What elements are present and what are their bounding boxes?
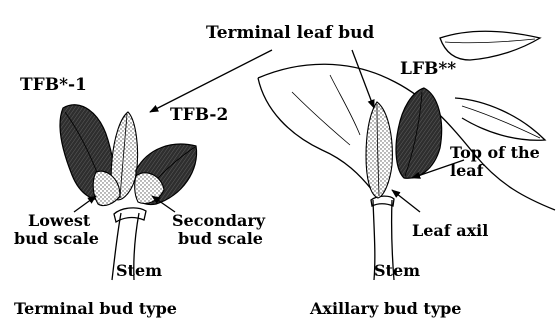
caption-terminal-bud-type: Terminal bud type	[14, 299, 177, 318]
label-secondary-bud-scale-2: bud scale	[178, 229, 263, 248]
label-lowest-bud-scale-2: bud scale	[14, 229, 99, 248]
arrow-leaf-axil	[392, 190, 420, 212]
left-stem-node	[114, 208, 146, 222]
label-terminal-leaf-bud: Terminal leaf bud	[206, 23, 374, 43]
arrow-terminal-leaf-bud-left	[150, 50, 272, 112]
label-leaf-axil: Leaf axil	[412, 221, 488, 240]
caption-axillary-bud-type: Axillary bud type	[309, 299, 461, 318]
upper-right-leaf	[440, 31, 540, 60]
arrow-lowest-bud-scale	[74, 196, 96, 212]
label-stem-left: Stem	[116, 261, 162, 280]
upper-right-leaf-vein	[445, 39, 535, 43]
label-top-of-leaf-2: leaf	[450, 161, 485, 180]
arrow-terminal-leaf-bud-right	[352, 50, 374, 108]
right-lower-leaf-vein	[462, 106, 540, 138]
label-stem-right: Stem	[374, 261, 420, 280]
label-top-of-leaf-1: Top of the	[450, 143, 540, 162]
large-leaf-vein-2	[330, 75, 360, 135]
axillary-terminal-leaf-bud-shape	[366, 102, 392, 198]
right-stem-node	[371, 196, 394, 206]
lfb-leaf	[396, 88, 442, 178]
label-tfb1: TFB*-1	[20, 75, 87, 95]
label-lowest-bud-scale-1: Lowest	[28, 211, 91, 230]
label-tfb2: TFB-2	[170, 105, 228, 125]
label-lfb: LFB**	[400, 59, 456, 79]
label-secondary-bud-scale-1: Secondary	[172, 211, 266, 230]
